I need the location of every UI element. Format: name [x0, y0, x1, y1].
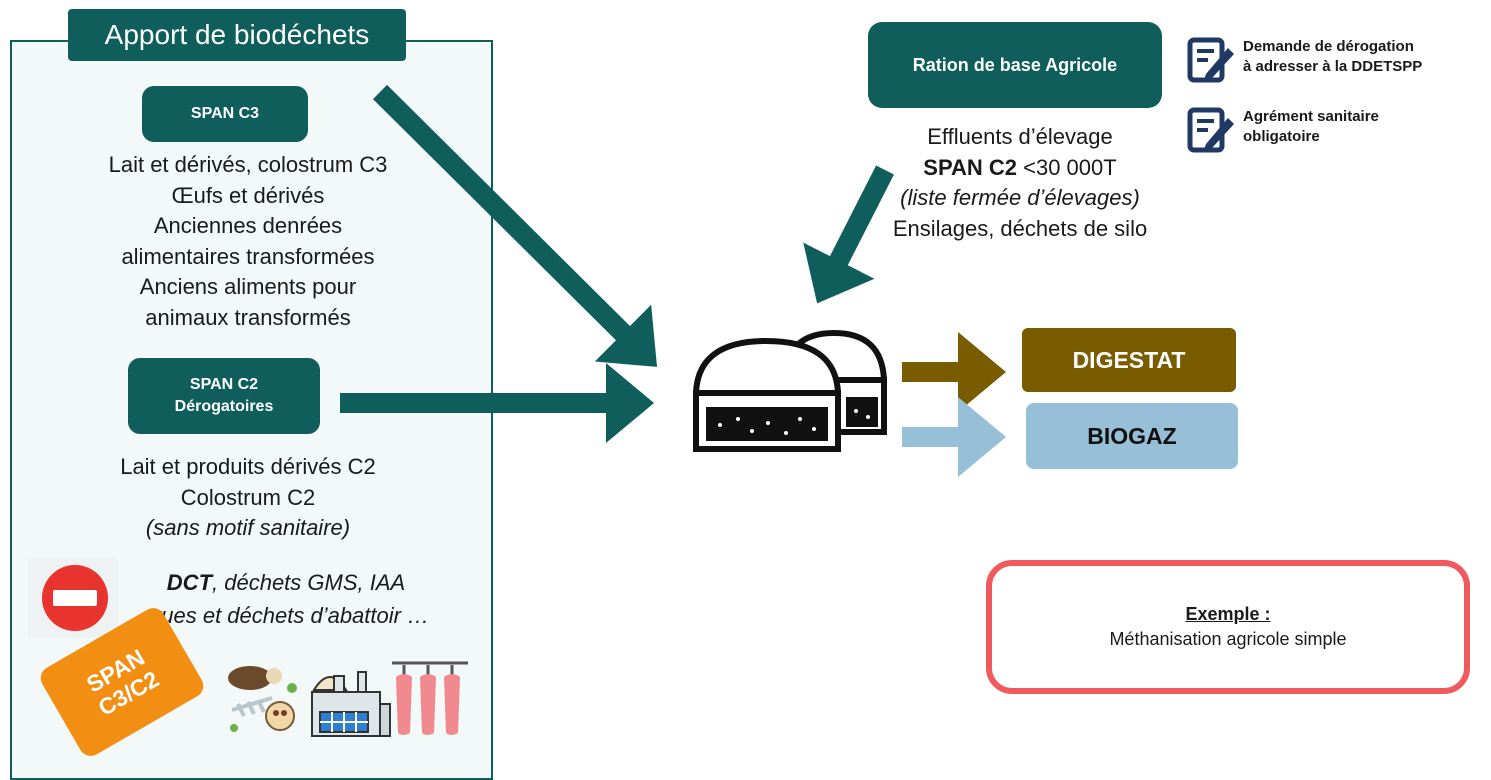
c2-items-list: Lait et produits dérivés C2 Colostrum C2… — [20, 452, 476, 544]
ration-line1: Effluents d’élevage — [927, 124, 1113, 149]
panel-title: Apport de biodéchets — [68, 9, 406, 61]
list-item: Œufs et dérivés — [171, 182, 325, 208]
ration-box: Ration de base Agricole — [868, 22, 1162, 108]
forbidden-rest: , déchets GMS, IAA — [212, 570, 406, 595]
food-waste-icon — [228, 666, 297, 732]
dct-label: DCT — [166, 570, 213, 595]
derogatory-label: Dérogatoires — [174, 398, 274, 415]
derogation-note-line2: à adresser à la DDETSPP — [1243, 58, 1423, 75]
span-c2-badge: SPAN C2 Dérogatoires — [128, 358, 320, 434]
no-entry-bar — [53, 590, 97, 606]
list-item: Anciens aliments pour — [139, 274, 357, 299]
ration-line2: SPAN C2 <30 000T — [860, 153, 1180, 184]
c2-note: (sans motif sanitaire) — [145, 515, 351, 540]
meat-carcass-icon — [392, 661, 468, 735]
digestat-box: DIGESTAT — [1022, 328, 1236, 392]
example-box: Exemple : Méthanisation agricole simple — [986, 560, 1470, 694]
tonnage-limit: <30 000T — [1017, 154, 1117, 180]
span-c3-badge: SPAN C3 — [142, 86, 308, 142]
ration-details: Effluents d’élevage SPAN C2 <30 000T (li… — [860, 122, 1180, 244]
c3-items-list: Lait et dérivés, colostrum C3 Œufs et dé… — [20, 150, 476, 333]
list-item: Lait et dérivés, colostrum C3 — [108, 152, 388, 177]
factory-icon — [311, 671, 391, 737]
span-c2-label: SPAN C2 — [189, 376, 259, 393]
list-item: Colostrum C2 — [180, 484, 316, 510]
forbidden-line2: crues et déchets d’abattoir … — [142, 603, 430, 628]
flow-arrows — [340, 84, 1006, 477]
sanitary-note: Agrément sanitaire obligatoire — [1243, 107, 1488, 147]
arrow-ration-to-digester — [803, 165, 894, 304]
span-c2-label: SPAN C2 — [923, 154, 1018, 180]
document-edit-icon — [1187, 107, 1234, 153]
sanitary-note-line1: Agrément sanitaire — [1243, 108, 1379, 125]
list-item: alimentaires transformées — [121, 243, 375, 269]
forbidden-text: DCT, déchets GMS, IAA crues et déchets d… — [108, 566, 464, 632]
sanitary-note-line2: obligatoire — [1243, 128, 1320, 145]
list-item: Anciennes denrées — [153, 213, 343, 238]
forbidden-line1: DCT, déchets GMS, IAA — [108, 566, 464, 599]
derogation-note-line1: Demande de dérogation — [1243, 38, 1414, 55]
list-item: Lait et produits dérivés C2 — [120, 454, 376, 479]
list-item: animaux transformés — [145, 304, 351, 330]
ration-line4: Ensilages, déchets de silo — [892, 215, 1148, 241]
document-edit-icon — [1187, 37, 1234, 83]
ration-line3: (liste fermée d’élevages) — [900, 185, 1140, 210]
arrow-c3-to-digester — [372, 84, 658, 367]
example-title: Exemple : — [1185, 604, 1271, 624]
derogation-note: Demande de dérogation à adresser à la DD… — [1243, 37, 1488, 77]
example-text: Méthanisation agricole simple — [1109, 629, 1347, 649]
biogaz-box: BIOGAZ — [1026, 403, 1238, 469]
digester-icon — [692, 329, 888, 452]
